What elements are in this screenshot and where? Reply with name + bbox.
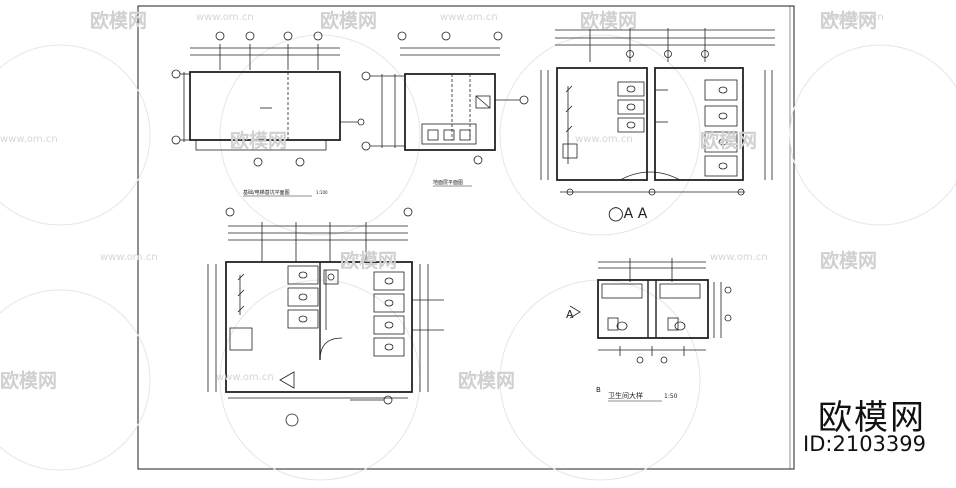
watermark-arcs: [0, 34, 956, 481]
plan3-section-symbol: ◯A A: [608, 206, 648, 222]
plan1-title: 基础/电梯基坑平面图: [243, 189, 290, 196]
plan5-scale: 1:50: [664, 393, 678, 400]
brand-name: 欧模网: [818, 398, 926, 438]
brand-id: ID:2103399: [803, 432, 926, 456]
plan-ground-floor: [361, 31, 529, 165]
plan-toilet-lower: [207, 207, 444, 427]
plan2-title: 地面层平面图: [433, 179, 463, 186]
sheet-border: [137, 5, 795, 470]
plan5-mark-a: A: [566, 308, 574, 321]
plan5-mark-b: B: [596, 386, 601, 394]
plan-toilet-detail: [569, 258, 732, 364]
plan5-title: 卫生间大样: [608, 391, 643, 400]
plan1-scale: 1:100: [316, 190, 328, 195]
plan-toilet-upper: [540, 28, 775, 196]
plan-foundation: [171, 31, 365, 167]
